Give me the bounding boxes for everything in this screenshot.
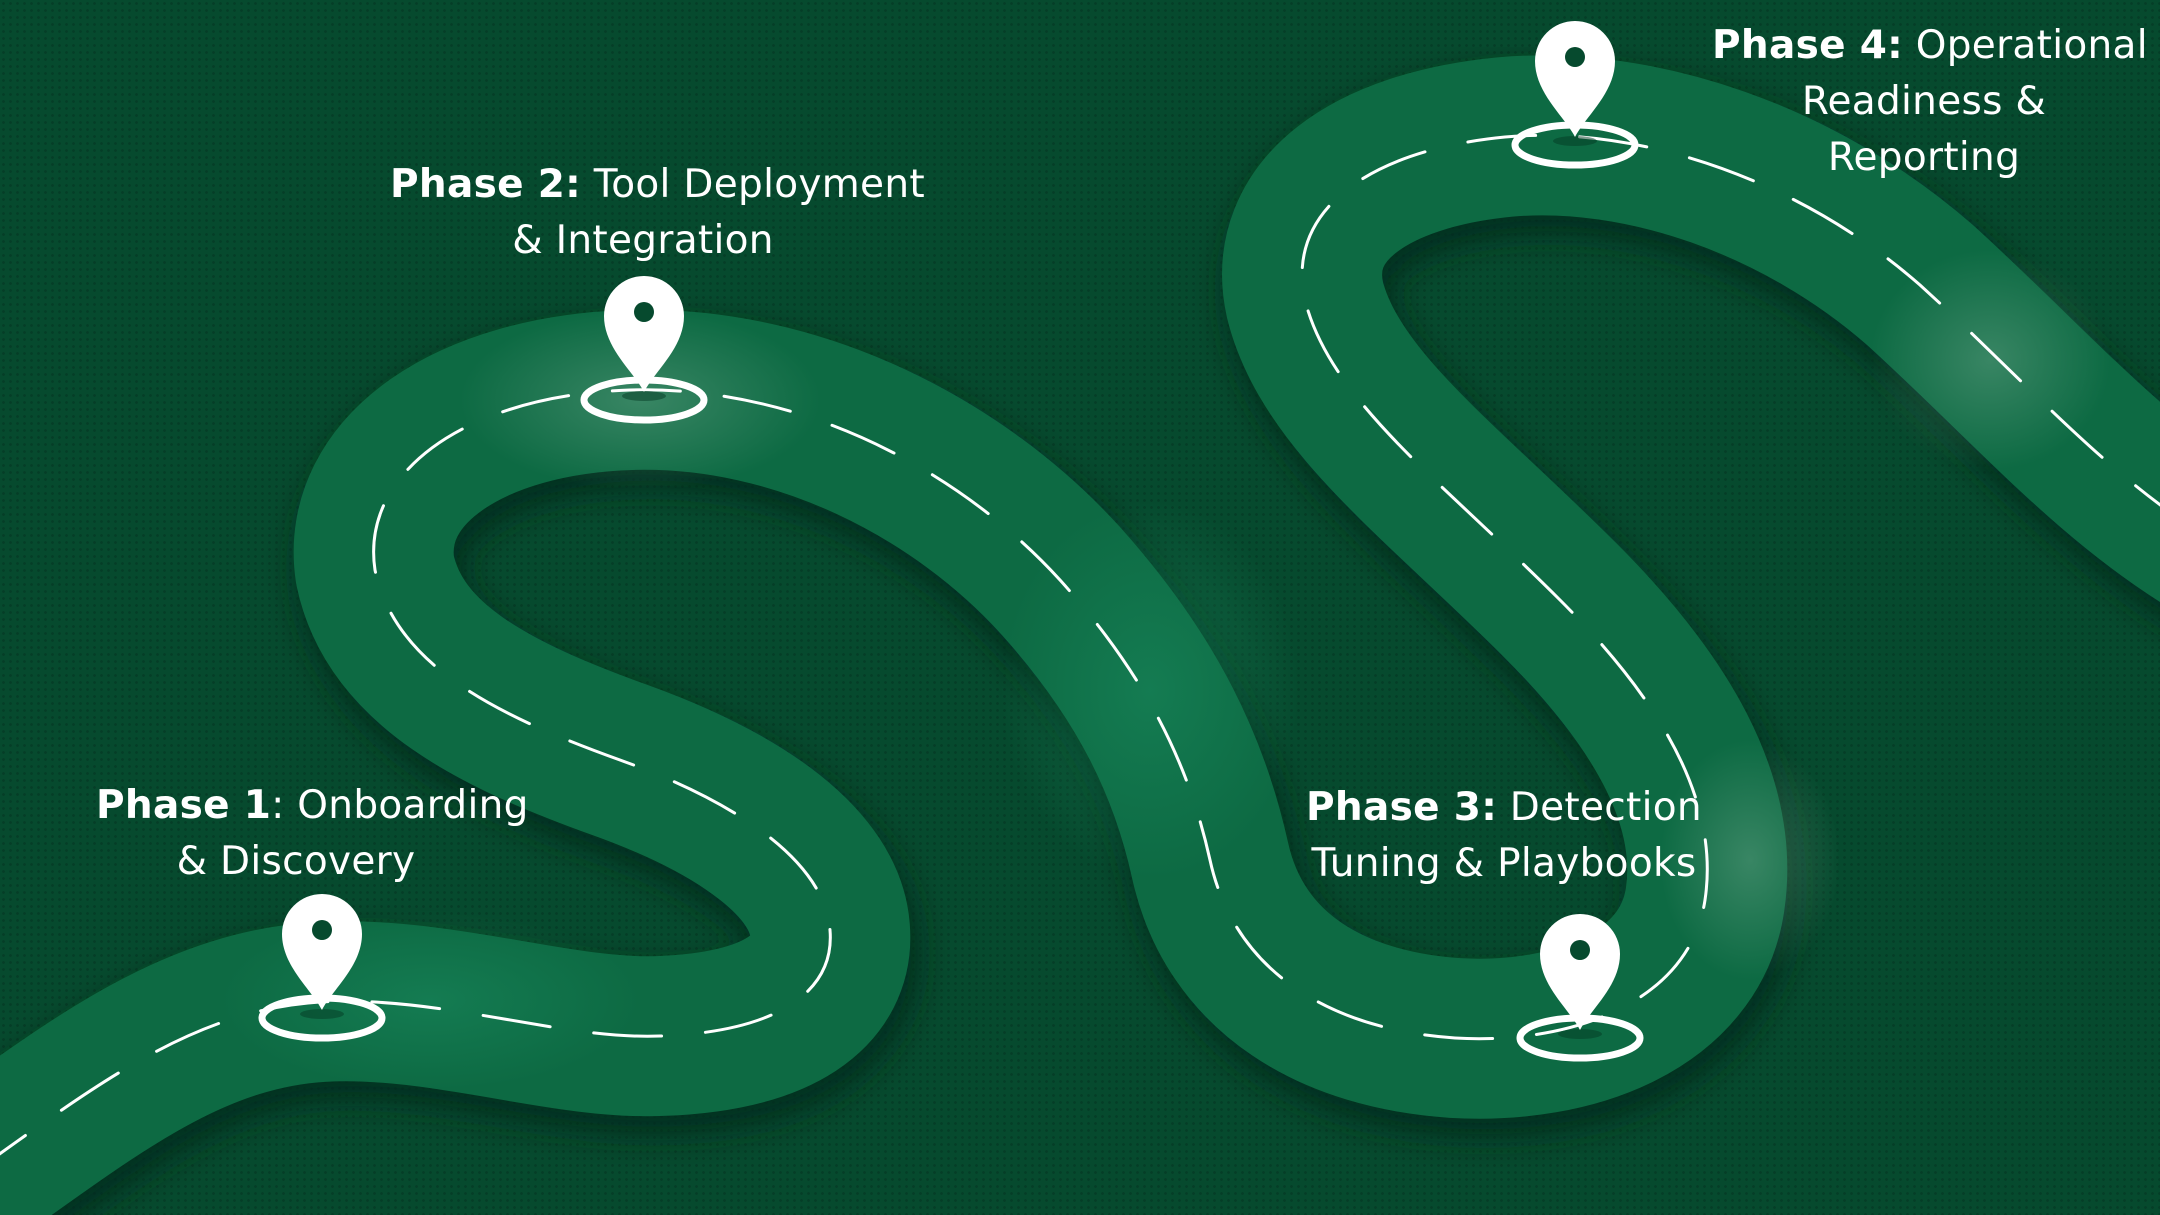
phase-4-label-line-1: Phase 4: Operational xyxy=(1712,18,2148,74)
phase-4-name-part-1: Operational xyxy=(1903,23,2148,68)
phase-1-title: Phase 1 xyxy=(96,783,272,828)
phase-4-name-part-3: Reporting xyxy=(1827,135,2021,180)
phase-4-map-pin-icon xyxy=(1511,21,1639,169)
phase-4-label: Phase 4: Operational Readiness & Reporti… xyxy=(1712,18,2148,186)
phase-1-name-part-1: Onboarding xyxy=(284,783,529,828)
phase-1-label: Phase 1: Onboarding & Discovery xyxy=(96,778,528,890)
phase-3-title: Phase 3: xyxy=(1306,785,1498,830)
phase-4-title: Phase 4: xyxy=(1712,23,1904,68)
phase-4-name-part-2: Readiness & xyxy=(1801,79,2047,124)
phase-2-label: Phase 2: Tool Deployment & Integration xyxy=(390,157,925,269)
phase-1-map-pin-icon xyxy=(258,894,386,1042)
phase-3-name-part-1: Detection xyxy=(1497,785,1702,830)
road-highlight-5 xyxy=(1660,740,1840,980)
phase-3-name-part-2: Tuning & Playbooks xyxy=(1311,841,1697,886)
phase-1-name-part-2: & Discovery xyxy=(176,839,416,884)
phase-2-name-part-1: Tool Deployment xyxy=(581,162,925,207)
road-highlight-2 xyxy=(1000,500,1300,880)
phase-2-label-line-1: Phase 2: Tool Deployment xyxy=(390,157,925,213)
phase-1-separator: : xyxy=(271,783,285,828)
road-center-dashes xyxy=(0,133,2160,1156)
phase-3-label: Phase 3: Detection Tuning & Playbooks xyxy=(1304,780,1704,892)
phase-2-map-pin-icon xyxy=(580,276,708,424)
phase-2-title: Phase 2: xyxy=(390,162,582,207)
phase-3-label-line-1: Phase 3: Detection xyxy=(1304,780,1704,836)
road-highlight-4 xyxy=(1870,250,2110,470)
phase-3-map-pin-icon xyxy=(1516,914,1644,1062)
phase-2-name-part-2: & Integration xyxy=(512,218,774,263)
phase-1-label-line-1: Phase 1: Onboarding xyxy=(96,778,528,834)
